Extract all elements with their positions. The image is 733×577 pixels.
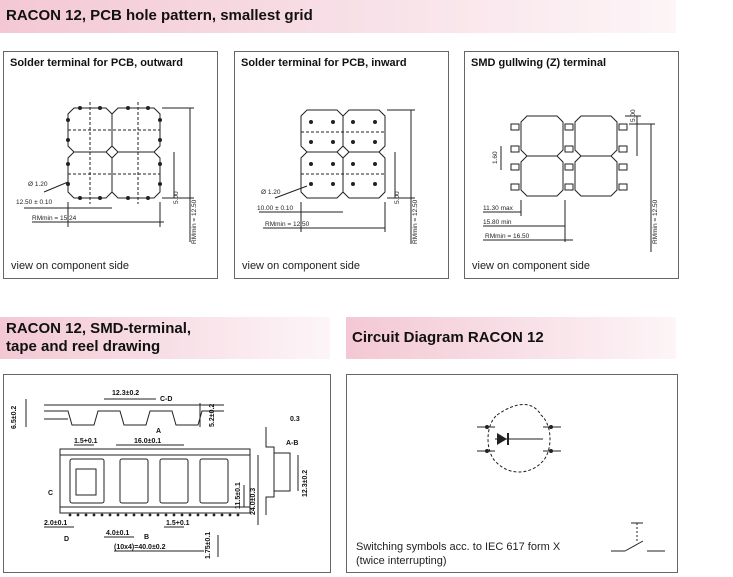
panel-title: SMD gullwing (Z) terminal — [471, 57, 607, 69]
panel-title: Solder terminal for PCB, inward — [241, 57, 407, 69]
panel-solder-outward: Solder terminal for PCB, outward — [3, 51, 218, 279]
panel-title: Solder terminal for PCB, outward — [10, 57, 183, 69]
tape-dim-3: 6.5±0.2 — [11, 406, 18, 429]
dim-v2: RMmin = 12.50 — [191, 199, 198, 244]
tape-dim-1: 12.3±0.2 — [112, 390, 139, 397]
tape-dim-8: 16.0±0.1 — [134, 438, 161, 445]
dim-diameter: Ø 1.20 — [261, 189, 281, 196]
panel-solder-inward: Solder terminal for PCB, inward Ø 1.20 — [234, 51, 449, 279]
drawing-tape-reel: 12.3±0.2 C-D 6.5±0.2 5.2±0.2 0.3 A-B 1.5… — [11, 390, 309, 559]
tape-dim-13: 12.3±0.2 — [302, 470, 309, 497]
circuit-caption-line1: Switching symbols acc. to IEC 617 form X — [356, 541, 561, 553]
tape-dim-11: 11.5±0.1 — [235, 482, 242, 509]
tape-dim-14: 1.75±0.1 — [205, 532, 212, 559]
tape-dim-5: 0.3 — [290, 416, 300, 423]
dim-pitch: 12.50 ± 0.10 — [16, 199, 52, 206]
tape-dim-6: A-B — [286, 440, 298, 447]
section-title-tape-line1: RACON 12, SMD-terminal, — [6, 320, 192, 337]
tape-dim-7: 1.5+0.1 — [74, 438, 98, 445]
dim-pitch: 10.00 ± 0.10 — [257, 205, 293, 212]
drawing-solder-inward: Ø 1.20 10.00 ± 0.10 RMmin = 12.50 5.00 R… — [257, 109, 419, 244]
drawing-circuit — [477, 404, 665, 552]
dim-diameter: Ø 1.20 — [28, 181, 48, 188]
tape-dim-17: 1.5+0.1 — [166, 520, 190, 527]
drawing-smd-gullwing: 1.60 5.00 11.30 max 15.80 min RMmin = 16… — [483, 109, 659, 252]
dim-d: 15.80 min — [483, 219, 512, 226]
section-header-tape — [0, 317, 330, 359]
panel-caption: view on component side — [472, 260, 591, 272]
dim-v1: 5.00 — [173, 191, 180, 204]
dim-e: RMmin = 16.50 — [485, 233, 530, 240]
panel-tape-reel: 12.3±0.2 C-D 6.5±0.2 5.2±0.2 0.3 A-B 1.5… — [3, 374, 331, 573]
tape-dim-12: 24.0±0.3 — [250, 488, 257, 515]
tape-dim-9: A — [156, 428, 161, 435]
dim-v2: RMmin = 12.50 — [412, 199, 419, 244]
tape-dim-18: (10x4)=40.0±0.2 — [114, 544, 166, 551]
dim-b: 5.00 — [630, 109, 637, 122]
dim-c: 11.30 max — [483, 205, 514, 212]
panel-circuit: Switching symbols acc. to IEC 617 form X… — [346, 374, 678, 573]
panel-smd-gullwing: SMD gullwing (Z) terminal 1.60 5.00 — [464, 51, 679, 279]
dim-v1: 5.00 — [394, 191, 401, 204]
tape-dim-10: C — [48, 490, 53, 497]
tape-dim-15: 2.0±0.1 — [44, 520, 67, 527]
section-header-hole-pattern — [0, 0, 676, 33]
dim-rm: RMmin = 12.50 — [265, 221, 310, 228]
section-title-tape-line2: tape and reel drawing — [6, 338, 161, 355]
tape-dim-16: 4.0±0.1 — [106, 530, 129, 537]
tape-dim-4: 5.2±0.2 — [209, 404, 216, 427]
dim-rm: RMmin = 15.24 — [32, 215, 77, 222]
drawing-solder-outward: Ø 1.20 12.50 ± 0.10 RMmin = 15.24 5.00 R… — [16, 102, 198, 244]
dim-a: 1.60 — [492, 151, 499, 164]
panel-caption: view on component side — [242, 260, 361, 272]
tape-dim-19: B — [144, 534, 149, 541]
circuit-caption-line2: (twice interrupting) — [356, 555, 447, 567]
section-title-hole-pattern: RACON 12, PCB hole pattern, smallest gri… — [6, 7, 313, 24]
section-title-circuit: Circuit Diagram RACON 12 — [352, 329, 544, 346]
dim-f: RMmin = 12.50 — [652, 199, 659, 244]
tape-dim-20: D — [64, 536, 69, 543]
panel-caption: view on component side — [11, 260, 130, 272]
tape-dim-2: C-D — [160, 396, 172, 403]
section-header-circuit — [346, 317, 676, 359]
